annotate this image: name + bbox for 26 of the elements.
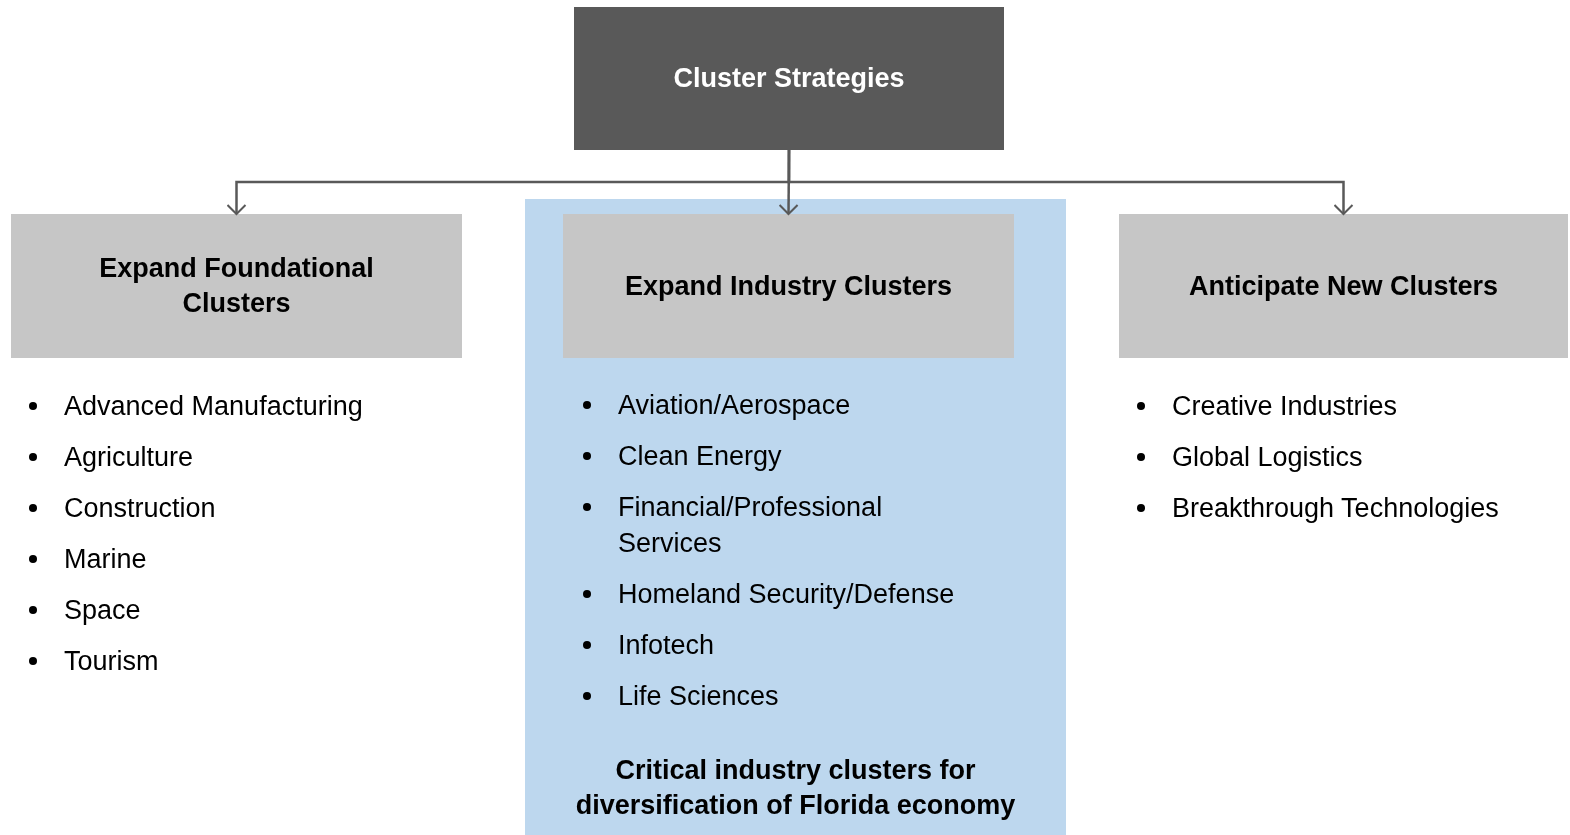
list-item-text: Construction xyxy=(64,492,216,525)
list-item-text: Marine xyxy=(64,543,147,576)
list-item-text: Creative Industries xyxy=(1172,390,1398,423)
box-title: Anticipate New Clusters xyxy=(1188,269,1499,303)
root-box xyxy=(574,7,1004,150)
list-item-text: Homeland Security/Defense xyxy=(618,578,955,611)
panel-caption: Critical industry clusters for diversification of Florida economy xyxy=(574,754,1017,822)
category-box xyxy=(563,214,1014,358)
list-item-text: Aviation/Aerospace xyxy=(618,389,851,422)
list-item-text: Agriculture xyxy=(64,441,194,474)
list-item-text: Financial/Professional Services xyxy=(618,491,884,560)
list-item-text: Clean Energy xyxy=(618,440,782,473)
list-item-text: Tourism xyxy=(64,645,159,678)
highlight-panel xyxy=(525,199,1066,835)
list-item-text: Space xyxy=(64,594,141,627)
list-item-text: Life Sciences xyxy=(618,680,779,713)
list-item-text: Infotech xyxy=(618,629,715,662)
connector-arrow xyxy=(787,150,1354,215)
box-title: Expand Foundational Clusters xyxy=(98,252,375,320)
category-box xyxy=(1119,214,1568,358)
list-item-text: Global Logistics xyxy=(1172,441,1363,474)
category-box xyxy=(11,214,462,358)
box-title: Expand Industry Clusters xyxy=(624,269,953,303)
list-item-text: Breakthrough Technologies xyxy=(1172,492,1499,525)
box-title: Cluster Strategies xyxy=(673,62,905,95)
list-item-text: Advanced Manufacturing xyxy=(64,390,363,423)
